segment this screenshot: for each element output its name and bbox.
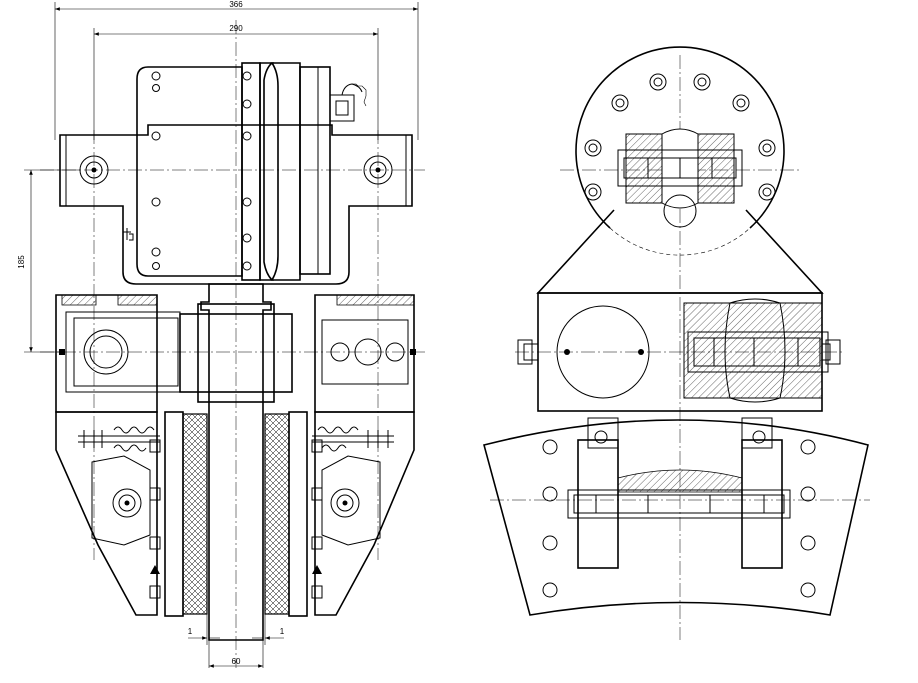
dimension-clearance: 1 1 — [188, 614, 285, 645]
thruster-cylinder — [136, 62, 367, 281]
shoe-bolts-icon — [542, 439, 816, 598]
side-view — [483, 46, 870, 640]
upper-housing — [59, 124, 413, 285]
pad-bolts-icon — [149, 439, 323, 599]
right-mounting-bolt-icon — [363, 155, 393, 185]
brake-arms — [55, 411, 415, 616]
brake-shoe — [483, 417, 869, 616]
right-pivot-icon — [330, 488, 360, 518]
spring-rod-right-icon — [312, 426, 394, 452]
right-brake-pad — [264, 413, 290, 615]
dimension-label-clearance-left: 1 — [188, 627, 193, 636]
spring-rod-left-icon — [78, 426, 160, 452]
dimension-label-mount-spacing: 290 — [229, 24, 243, 33]
dimension-height-185: 185 — [17, 169, 80, 353]
side-housing — [517, 292, 841, 412]
brake-disc — [200, 283, 272, 668]
dimension-overall-width: 366 — [54, 0, 419, 140]
cylinder-bolts-icon — [151, 71, 252, 271]
lever-frame — [55, 294, 416, 413]
limit-switch-icon — [329, 83, 367, 122]
flange-bolts-icon — [584, 73, 776, 201]
dimension-label-overall-width: 366 — [229, 0, 243, 9]
dimension-label-disc-thickness: 60 — [232, 657, 241, 666]
front-view: 366 290 185 — [17, 0, 425, 668]
side-bore-icon — [556, 305, 650, 399]
dimension-label-clearance-right: 1 — [280, 627, 285, 636]
dimension-disc-thickness: 60 — [209, 657, 263, 668]
left-brake-pad — [182, 413, 208, 615]
left-mounting-bolt-icon — [79, 155, 109, 185]
thruster-flange — [575, 46, 785, 256]
left-pivot-icon — [112, 488, 142, 518]
dimension-label-185: 185 — [17, 255, 26, 269]
